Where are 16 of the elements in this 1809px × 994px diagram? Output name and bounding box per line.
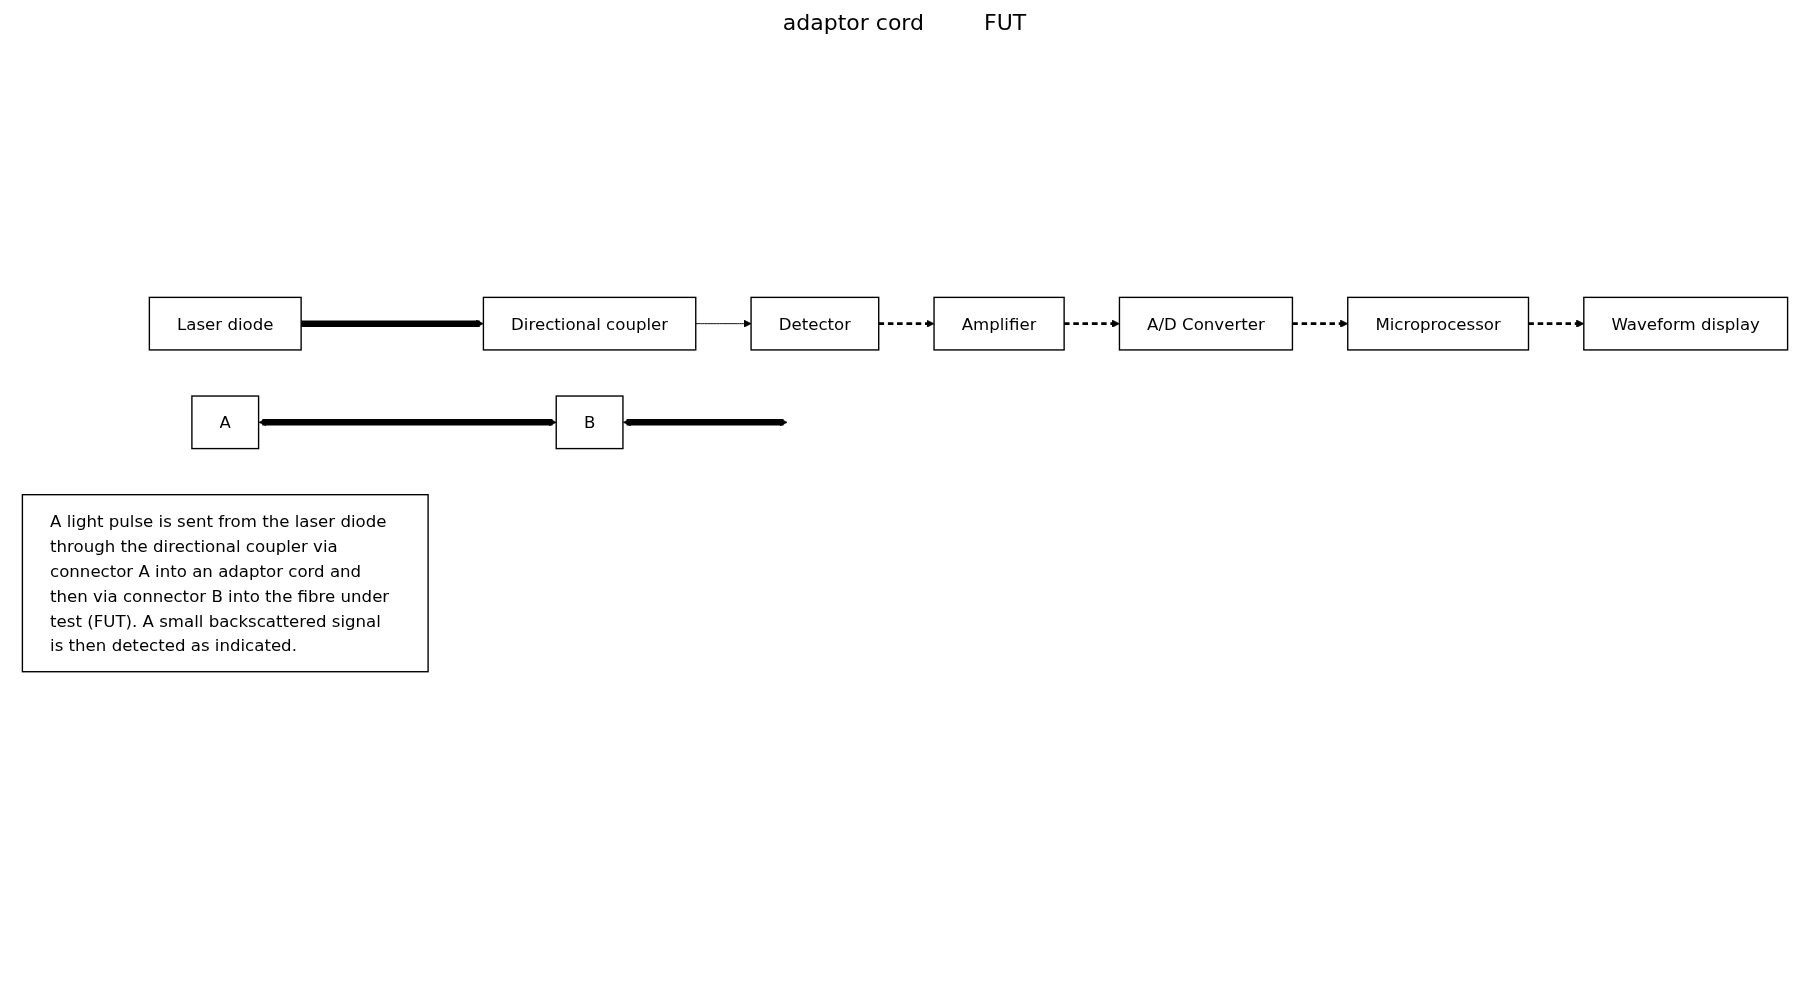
node-box: Laser diode: [148, 297, 302, 352]
line-label: FUT: [984, 10, 1027, 35]
node-box: Microprocessor: [1346, 297, 1529, 352]
node-box: A/D Converter: [1118, 297, 1293, 352]
arrow: [1528, 320, 1584, 329]
node-box: Detector: [749, 297, 879, 352]
node-box: Directional coupler: [482, 297, 696, 352]
arrow: [622, 418, 788, 427]
node-box: B: [555, 395, 624, 450]
node-box: Waveform display: [1582, 297, 1788, 352]
node-box: A light pulse is sent from the laser diode through the directional coupler via connector A into an adaptor cord and then via connector B into the fibre under test (FUT). A small backscattered signal is then detected as indicated.: [21, 494, 429, 673]
node-box: A: [190, 395, 259, 450]
node-box: Amplifier: [932, 297, 1065, 352]
arrow: [1291, 320, 1348, 329]
line-label: adaptor cord: [782, 10, 924, 35]
arrow: [878, 320, 934, 329]
